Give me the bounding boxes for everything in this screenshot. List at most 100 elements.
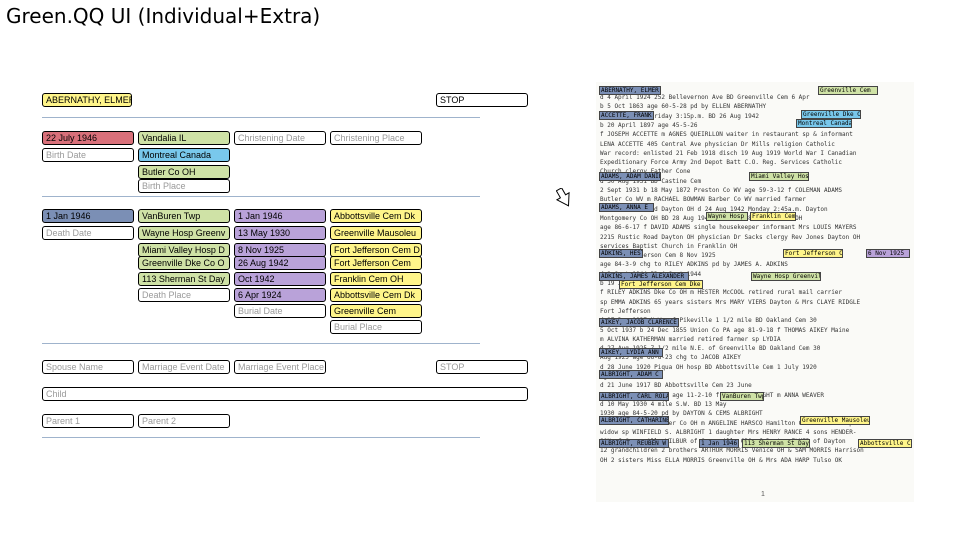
birth-date-field[interactable]: 22 July 1946 [42,131,134,145]
document-text-line: widow sp WINFIELD S. ALBRIGHT 1 daughter… [600,428,857,436]
burial-place-field[interactable]: Franklin Cem OH [330,272,422,286]
burial-date-field[interactable]: Oct 1942 [234,272,326,286]
document-text-line: d 27 Aug 1925 7 1/2 mile N.E. of Greenvi… [600,345,821,353]
document-text-line: 2 Sept 1931 b 18 May 1872 Preston Co WV … [600,187,843,194]
document-text-line: d 27 Dec 1937 N.W. of Pikeville 1 1/2 mi… [600,317,817,325]
burial-place-field[interactable]: Greenville Cem [330,304,422,318]
document-text-line: 1930 age 84-5-20 pd by DAYTON & CEMS ALB… [600,410,763,418]
document-text-line: BD Fort Jefferson Cem 8 Nov 1925 [600,252,716,260]
name-field[interactable]: ABERNATHY, ELMER [42,93,132,107]
death-place-field[interactable]: Miami Valley Hosp D [138,243,230,257]
spouse-name-field[interactable]: Spouse Name [42,360,134,374]
marriage-date-field[interactable]: Marriage Event Date [138,360,230,374]
burial-place-field[interactable]: Fort Jefferson Cem D [330,243,422,257]
doc-highlight: Fort Jefferson Cem [783,249,843,258]
doc-highlight: 113 Sherman St Dayton OH [742,439,810,448]
doc-highlight: Franklin Cem OH [750,212,796,221]
death-place-field[interactable]: Greenville Dke Co O [138,256,230,270]
document-text-line: 5 Oct 1937 b 24 Dec 1855 Union Co PA age… [600,326,850,334]
death-place-field[interactable]: VanBuren Twp [138,209,230,223]
document-text-line: d 30 Aug 1931 BD Castine Cem [600,177,702,185]
burial-date-field[interactable]: 13 May 1930 [234,226,326,240]
doc-highlight: ACCETTE, FRANK [599,111,654,120]
parent-2-field[interactable]: Parent 2 [138,414,230,428]
burial-date-field[interactable]: 1 Jan 1946 [234,209,326,223]
child-field[interactable]: Child [42,387,528,401]
birth-place-field[interactable]: Montreal Canada [138,148,230,162]
doc-highlight: ADAMS, ANNA E [599,203,654,212]
doc-highlight: ADKINS, HESTER [599,249,643,258]
birth-date-label[interactable]: Birth Date [42,148,134,162]
doc-highlight: AIKEY, JACOB CLARENCE [599,318,679,327]
document-text-line: 2215 Rustic Road Dayton OH d 24 Aug 1942… [600,205,828,213]
document-text-line: f JOSEPH ACCETTE m AGNES QUEIRLLON waite… [600,131,853,139]
document-text-line: Expeditionary Force Army 2nd Depot Batt … [600,159,843,167]
document-text-line: services Baptist Church in Franklin OH [600,242,738,250]
document-text-line: TRENTON MORRIS Butler Co OH m ANGELINE H… [600,419,861,427]
document-text-line: age 84-3-9 chg to RILEY ADKINS pd by JAM… [600,261,788,269]
doc-highlight: ALBRIGHT, CATHARINE [599,416,669,425]
doc-highlight: ALBRIGHT, ADAM C [599,370,663,379]
burial-date-label[interactable]: Burial Date [234,304,326,318]
document-text-line: Fort Jefferson [600,307,651,315]
burial-place-field[interactable]: Fort Jefferson Cem [330,256,422,270]
burial-date-field[interactable]: 8 Nov 1925 [234,243,326,257]
scanned-document: d 4 April 1924 252 Bellevernon Ave BD Gr… [596,82,914,502]
document-text-line: f RILEY ADKINS Dke Co OH m HESTER McCOOL… [600,289,843,297]
cursor-arrow-icon [556,188,570,207]
burial-place-field[interactable]: Greenville Mausoleu [330,226,422,240]
doc-highlight: 6 Nov 1925 [866,249,910,258]
document-text-line: m ALVINA KATHERMAN married retired farme… [600,335,781,343]
doc-highlight: 1 Jan 1946 [699,439,739,448]
stop-button-2[interactable]: STOP [436,360,528,374]
document-text-line: b 20 April 1897 age 45-5-26 [600,121,698,129]
burial-place-label[interactable]: Burial Place [330,320,422,334]
doc-highlight: ABERNATHY, ELMER [599,86,661,95]
burial-date-field[interactable]: 26 Aug 1942 [234,256,326,270]
birth-place-field[interactable]: Vandalia IL [138,131,230,145]
doc-highlight: ALBRIGHT, CARL ROLAND [599,392,669,401]
document-text-line: d 10 May 1930 4 mile S.W. BD 13 May [600,400,727,408]
doc-highlight: Wayne Hosp [706,212,748,221]
divider [42,343,480,344]
death-place-field[interactable]: 113 Sherman St Day [138,272,230,286]
document-text-line: War record: enlisted 21 Feb 1918 disch 1… [600,149,857,157]
christening-date-label[interactable]: Christening Date [234,131,326,145]
divider [42,196,480,197]
doc-highlight: Abbottsville Cem [858,439,912,448]
divider [42,117,480,118]
doc-highlight: Fort Jefferson Cem Dke Co OH [619,280,703,289]
birth-place-label[interactable]: Birth Place [138,179,230,193]
document-text-line: 12 grandchildren 2 brothers ARTHUR MORRI… [600,447,864,455]
doc-highlight: Montreal Canada [796,119,852,128]
document-text-line: LENA ACCETTE 405 Central Ave physician D… [600,140,835,148]
doc-highlight: Greenville Cem [818,86,878,95]
doc-highlight: Wayne Hosp Greenville OH [751,272,821,281]
doc-highlight: AIKEY, LYDIA ANN [599,348,663,357]
doc-highlight: Miami Valley Hosp [749,172,809,181]
doc-highlight: ADAMS, ADAM DANIEL [599,172,661,181]
document-text-line: d 16 Oct 1942 Friday 3:15p.m. BD 26 Aug … [600,112,759,120]
doc-highlight: Greenville Dke Co OH [801,110,861,119]
document-text-line: 2215 Rustic Road Dayton OH physician Dr … [600,233,861,241]
burial-place-field[interactable]: Abbottsville Cem Dk [330,209,422,223]
burial-date-field[interactable]: 6 Apr 1924 [234,288,326,302]
marriage-place-field[interactable]: Marriage Event Place [234,360,326,374]
death-date-label[interactable]: Death Date [42,226,134,240]
document-text-line: sp EMMA ADKINS 65 years sisters Mrs MARY… [600,298,861,306]
parent-1-field[interactable]: Parent 1 [42,414,134,428]
page-number: 1 [761,491,765,498]
document-text-line: age 86-6-17 f DAVID ADAMS single houseke… [600,224,857,232]
document-text-line: d 21 June 1917 BD Abbottsville Cem 23 Ju… [600,382,752,390]
death-place-field[interactable]: Wayne Hosp Greenv [138,226,230,240]
doc-highlight: Greenville Mausoleum [800,416,870,425]
birth-place-field[interactable]: Butler Co OH [138,165,230,179]
burial-place-field[interactable]: Abbottsville Cem Dk [330,288,422,302]
christening-place-label[interactable]: Christening Place [330,131,422,145]
document-text-line: 1917 b VanBuren Twp age 11-2-10 f ALLEN … [600,391,824,399]
stop-button[interactable]: STOP [436,93,528,107]
document-text-line: d 4 April 1924 252 Bellevernon Ave BD Gr… [600,94,810,101]
document-text-line: Montgomery Co OH BD 28 Aug 1942 b 7 Feb … [600,214,803,222]
death-date-field[interactable]: 1 Jan 1946 [42,209,134,223]
death-place-label[interactable]: Death Place [138,288,230,302]
